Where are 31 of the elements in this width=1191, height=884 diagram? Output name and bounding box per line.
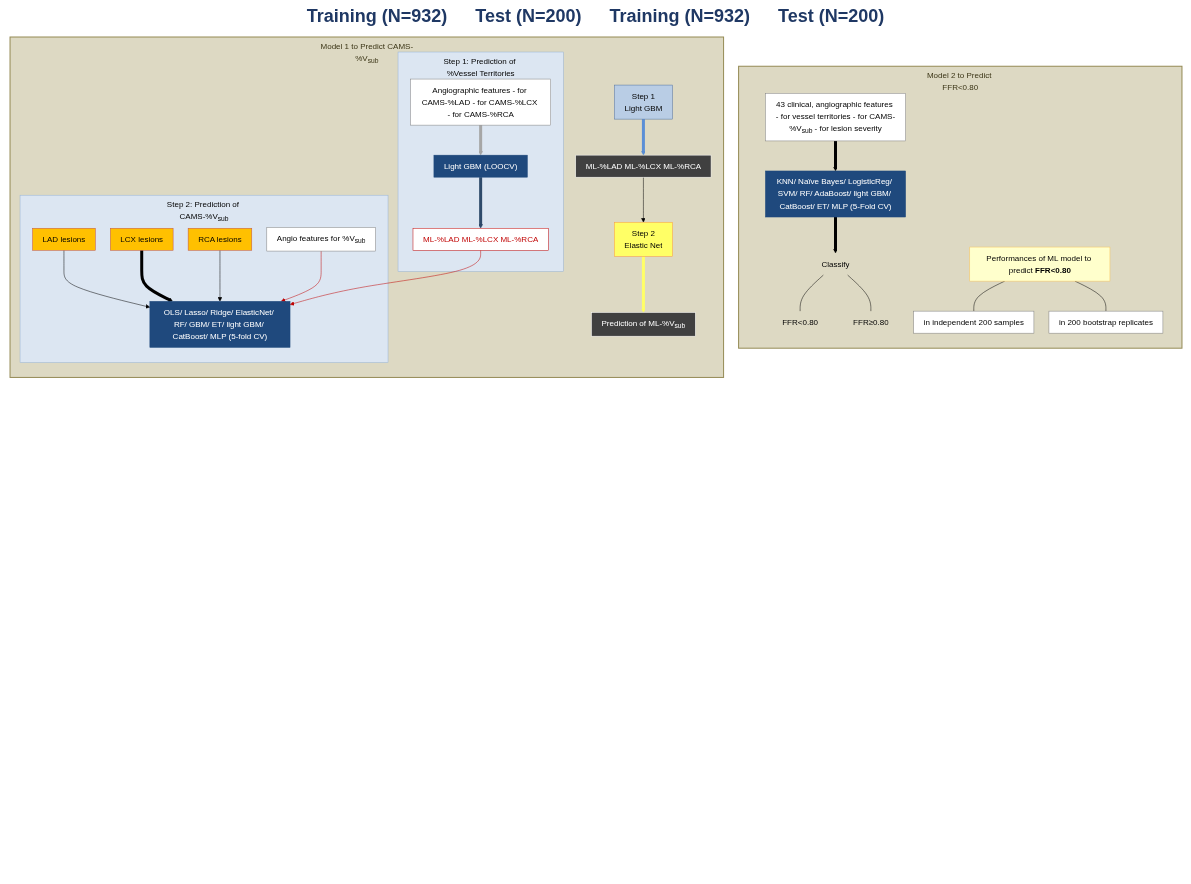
arrow — [832, 217, 838, 254]
arrow — [640, 256, 646, 313]
node-box: ML-%LAD ML-%LCX ML-%RCA — [412, 228, 549, 251]
node-text: Classify — [820, 259, 850, 269]
node-text: FFR≥0.80 — [852, 317, 889, 327]
node-box: in independent 200 samples — [912, 310, 1034, 334]
arrow — [139, 250, 173, 302]
section-heading: Training (N=932) — [306, 6, 448, 27]
node-box: KNN/ Naïve Bayes/ LogisticReg/ SVM/ RF/ AdaBoost/ light GBM/ CatBoost/ ET/ MLP (5-Fold CV) — [764, 170, 906, 218]
section-heading: Test (N=200) — [778, 6, 885, 27]
arrow — [477, 177, 483, 229]
node-box: ML-%LAD ML-%LCX ML-%RCA — [575, 154, 711, 178]
node-box: LAD lesions — [31, 228, 96, 251]
node-box: Angiographic features - for CAMS-%LAD - for CAMS-%LCX - for CAMS-%RCA — [409, 78, 551, 126]
arrow — [832, 140, 838, 172]
node-box: Step 1 Light GBM — [613, 84, 673, 120]
node-box: Angio features for %V$_{sub}$ — [266, 227, 376, 252]
node-box: Step 2 Elastic Net — [613, 222, 673, 257]
node-box: LCX lesions — [109, 228, 173, 251]
arrow — [477, 125, 483, 156]
node-box: in 200 bootstrap replicates — [1048, 310, 1163, 334]
node-box: Prediction of ML-%V$_{sub}$ — [590, 312, 696, 337]
node-box: RCA lesions — [187, 228, 252, 251]
arrow — [640, 119, 646, 156]
node-box: Performances of ML model to predict FFR<0.80 — [969, 246, 1110, 282]
node-box: 43 clinical, angiographic features - for vessel territories - for CAMS-%V$_{sub}$ - for lesion severity — [764, 93, 906, 142]
section-heading: Training (N=932) — [609, 6, 751, 27]
node-box: Light GBM (LOOCV) — [433, 154, 528, 178]
node-box: OLS/ Lasso/ Ridge/ ElasticNet/ RF/ GBM/ ET/ light GBM/ CatBoost/ MLP (5-fold CV) — [149, 301, 290, 348]
node-text: FFR<0.80 — [781, 317, 818, 327]
section-heading: Test (N=200) — [475, 6, 582, 27]
